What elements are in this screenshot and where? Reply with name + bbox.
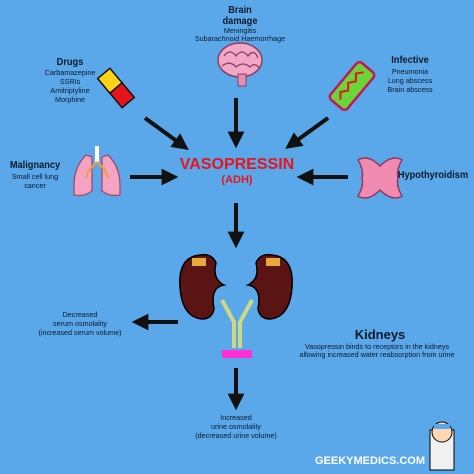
urine-text: (decreased urine volume)	[195, 431, 277, 440]
brain-title: Brain	[228, 4, 252, 16]
malignancy-item: cancer	[24, 181, 46, 190]
arrow-infective	[285, 116, 330, 149]
infective-item: Brain abscess	[387, 85, 433, 94]
kidneys-description: Vasopressin binds to receptors in the ki…	[304, 342, 450, 351]
pill-icon	[96, 67, 136, 109]
malignancy-title: Malignancy	[9, 159, 61, 171]
bacterium-icon	[328, 60, 376, 112]
drugs-item: Carbamazepine	[44, 68, 96, 77]
brain-title-2: damage	[222, 15, 258, 27]
kidneys-description: allowing increased water reabsorption fr…	[299, 350, 455, 359]
serum-text: serum osmolality	[53, 319, 107, 328]
mascot-icon	[429, 421, 455, 471]
brand-name: GEEKYMEDICS.COM	[314, 455, 425, 467]
vasopressin-title: VASOPRESSIN	[179, 156, 295, 173]
kidneys-title: Kidneys	[354, 327, 406, 342]
infective-item: Pneumonia	[391, 67, 429, 76]
infective-item: Lung abscess	[387, 76, 433, 85]
brain-item: Meningitis	[223, 26, 257, 35]
kidneys-icon	[179, 253, 293, 358]
brain-item: Subarachnoid Haemorrhage	[194, 34, 286, 43]
lungs-icon	[73, 146, 121, 197]
thyroid-icon	[356, 157, 404, 199]
serum-text: (increased serum volume)	[38, 328, 122, 337]
drugs-title: Drugs	[56, 56, 84, 68]
hypothyroidism-title: Hypothyroidism	[397, 169, 469, 181]
drugs-item: Amitriptyline	[50, 86, 90, 95]
infective-title: Infective	[391, 54, 429, 66]
malignancy-item: Small cell lung	[11, 172, 59, 181]
drugs-item: SSRIs	[59, 77, 81, 86]
urine-text: urine osmolality	[211, 422, 261, 431]
brain-icon	[217, 42, 263, 87]
vasopressin-subtitle: (ADH)	[221, 174, 253, 186]
drugs-item: Morphine	[55, 95, 85, 104]
arrow-drugs	[143, 116, 189, 150]
serum-text: Decreased	[62, 310, 98, 319]
urine-text: Increased	[220, 413, 252, 422]
